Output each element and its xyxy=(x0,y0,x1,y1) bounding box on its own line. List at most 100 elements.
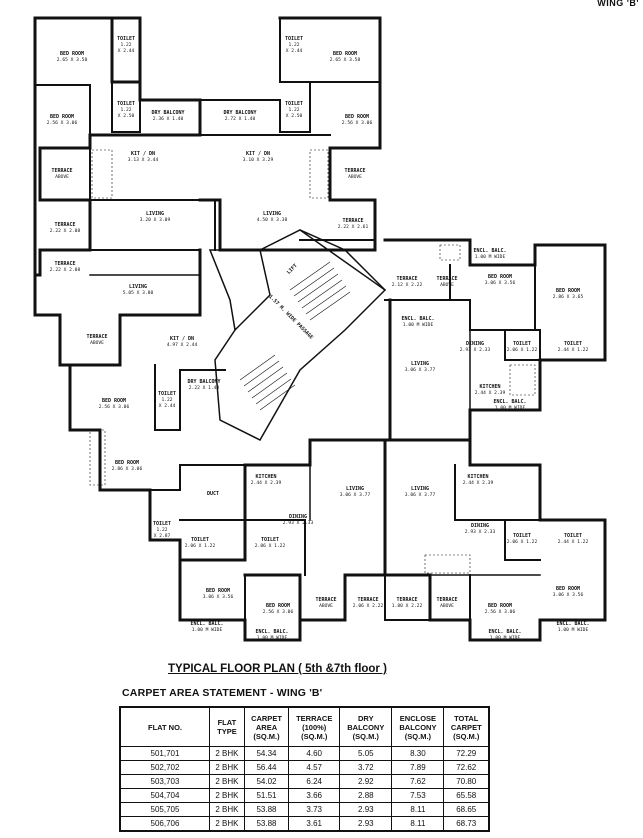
room-label-line: KIT / DN xyxy=(131,151,155,157)
room-label-line: LIVING xyxy=(263,211,281,217)
room-label-line: X 2.44 xyxy=(286,48,303,54)
room-label-line: 1.22 xyxy=(156,527,167,533)
room-label-encl-bal-b4: ENCL. BALC.1.00 M WIDE xyxy=(556,621,589,633)
table-cell: 2 BHK xyxy=(209,760,245,775)
room-label-encl-bal-b1: ENCL. BALC.1.00 M WIDE xyxy=(190,621,223,633)
room-label-kit-r: KIT / DN3.10 X 3.29 xyxy=(243,151,274,163)
header-line: TOTAL xyxy=(454,713,479,723)
header-line: (SQ.M.) xyxy=(453,731,480,741)
plan-title: TYPICAL FLOOR PLAN ( 5th &7th floor ) xyxy=(168,663,387,675)
room-label-line: LIFT xyxy=(286,263,299,276)
table-cell: 4.60 xyxy=(288,746,341,761)
room-label-line: TOILET xyxy=(153,521,171,527)
room-label-line: 1.00 M WIDE xyxy=(490,635,521,641)
room-label-line: LIVING xyxy=(411,361,429,367)
table-cell: 2 BHK xyxy=(209,802,245,817)
room-label-line: KITCHEN xyxy=(467,474,488,480)
room-label-line: X 2.50 xyxy=(118,113,135,119)
room-label-line: ENCL. BALC. xyxy=(473,248,506,254)
room-label-line: BED ROOM xyxy=(488,274,512,280)
room-label-line: ABOVE xyxy=(440,603,454,609)
room-label-line: TERRACE xyxy=(51,168,72,174)
room-label-line: DINING xyxy=(471,523,489,529)
room-label-kit-l: KIT / DN3.13 X 3.44 xyxy=(128,151,159,163)
room-label-line: LIVING xyxy=(146,211,164,217)
room-label-line: 2.44 X 2.39 xyxy=(463,480,494,486)
room-label-line: 3.20 X 3.09 xyxy=(140,217,171,223)
room-label-line: TOILET xyxy=(513,341,531,347)
room-label-line: 2.86 X 3.65 xyxy=(553,294,584,300)
room-label-line: 1.00 M WIDE xyxy=(257,635,288,641)
room-label-line: 1.57 M. WIDE PASSAGE xyxy=(267,294,314,341)
room-label-line: 3.10 X 3.29 xyxy=(243,157,274,163)
room-label-line: TOILET xyxy=(191,537,209,543)
room-label-line: KIT / DN xyxy=(170,336,194,342)
header-line: BALCONY xyxy=(399,722,437,732)
room-label-line: 2.44 X 1.22 xyxy=(558,539,589,545)
room-label-line: X 2.50 xyxy=(286,113,303,119)
statement-title: CARPET AREA STATEMENT - WING 'B' xyxy=(122,687,323,699)
plan-title-floor: ( 5th &7th floor ) xyxy=(298,663,387,675)
table-cell: 2.92 xyxy=(339,774,393,789)
room-label-line: BED ROOM xyxy=(206,588,230,594)
room-label-line: DINING xyxy=(289,514,307,520)
room-label-line: 3.06 X 3.77 xyxy=(405,492,436,498)
wing-label: WING 'B' xyxy=(597,0,639,8)
room-label-line: 3.06 X 3.56 xyxy=(553,592,584,598)
room-label-line: BED ROOM xyxy=(102,398,126,404)
room-label-encl-bal-b2: ENCL. BALC.1.00 M WIDE xyxy=(255,629,288,641)
room-label-line: ENCL. BALC. xyxy=(401,316,434,322)
room-label-line: 2.86 X 3.06 xyxy=(112,466,143,472)
table-cell: 3.72 xyxy=(339,760,393,775)
room-label-line: 2.93 X 2.33 xyxy=(465,529,496,535)
room-label-line: X 2.44 xyxy=(118,48,135,54)
table-cell: 506,706 xyxy=(119,816,210,832)
room-label-line: 1.80 X 2.22 xyxy=(392,603,423,609)
room-label-line: ABOVE xyxy=(348,174,362,180)
room-label-line: TERRACE xyxy=(396,597,417,603)
plan-title-text: TYPICAL FLOOR PLAN xyxy=(168,663,295,675)
room-label-line: LIVING xyxy=(346,486,364,492)
room-label-line: ENCL. BALC. xyxy=(255,629,288,635)
room-label-line: 3.06 X 3.77 xyxy=(340,492,371,498)
room-label-line: 4.50 X 3.38 xyxy=(257,217,288,223)
room-label-encl-bal-r2: ENCL. BALC.1.00 M WIDE xyxy=(493,399,526,411)
room-label-line: TOILET xyxy=(158,391,176,397)
room-label-line: TERRACE xyxy=(342,218,363,224)
plan-walls xyxy=(33,16,607,642)
table-cell: 7.53 xyxy=(391,788,445,803)
room-label-line: KITCHEN xyxy=(479,384,500,390)
table-cell: 8.30 xyxy=(391,746,445,761)
room-label-line: 2.56 X 3.06 xyxy=(485,609,516,615)
table-cell: 2 BHK xyxy=(209,788,245,803)
room-label-line: BED ROOM xyxy=(556,586,580,592)
room-label-line: 2.93 X 2.33 xyxy=(283,520,314,526)
room-label-line: BED ROOM xyxy=(60,51,84,57)
